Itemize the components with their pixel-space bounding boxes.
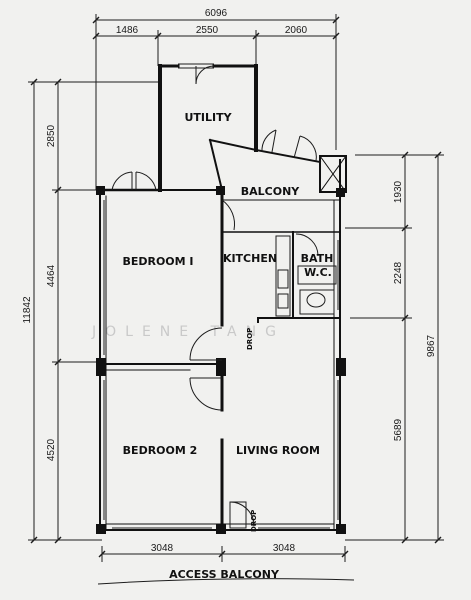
left-dim-2: 4464 bbox=[46, 264, 57, 287]
right-outer-dim: 9867 bbox=[426, 334, 437, 357]
watermark-text: JOLENE TANG bbox=[91, 324, 285, 340]
room-label-bedroom2: BEDROOM 2 bbox=[123, 444, 198, 457]
drop-label-lower: DROP bbox=[250, 510, 258, 532]
doors-and-windows bbox=[103, 63, 339, 529]
room-label-utility: UTILITY bbox=[184, 111, 232, 124]
bottom-dim-2: 3048 bbox=[273, 543, 296, 554]
room-label-kitchen: KITCHEN bbox=[223, 252, 277, 265]
dimension-lines bbox=[28, 14, 444, 562]
room-label-bath: BATH bbox=[301, 252, 334, 265]
left-dim-1: 2850 bbox=[46, 124, 57, 147]
room-label-bedroom1: BEDROOM I bbox=[122, 255, 193, 268]
drop-label-upper: DROP bbox=[246, 328, 254, 350]
bottom-dim-1: 3048 bbox=[151, 543, 174, 554]
room-label-living: LIVING ROOM bbox=[236, 444, 320, 457]
dimension-ticks bbox=[30, 16, 442, 558]
walls bbox=[98, 64, 347, 532]
right-dim-1: 1930 bbox=[393, 180, 404, 203]
top-dim-2: 2550 bbox=[196, 25, 219, 36]
access-balcony-label: ACCESS BALCONY bbox=[169, 568, 280, 581]
fixtures bbox=[275, 235, 337, 317]
right-dim-2: 2248 bbox=[393, 261, 404, 284]
room-label-wc: W.C. bbox=[304, 266, 332, 279]
right-dim-3: 5689 bbox=[393, 418, 404, 441]
top-dim-1: 1486 bbox=[116, 25, 139, 36]
total-width-label: 6096 bbox=[205, 8, 228, 19]
left-outer-dim: 11842 bbox=[22, 296, 33, 324]
left-dim-3: 4520 bbox=[46, 438, 57, 461]
structural-columns bbox=[96, 186, 346, 534]
top-dim-3: 2060 bbox=[285, 25, 308, 36]
room-label-balcony: BALCONY bbox=[241, 185, 301, 198]
access-balcony-line bbox=[97, 578, 355, 585]
